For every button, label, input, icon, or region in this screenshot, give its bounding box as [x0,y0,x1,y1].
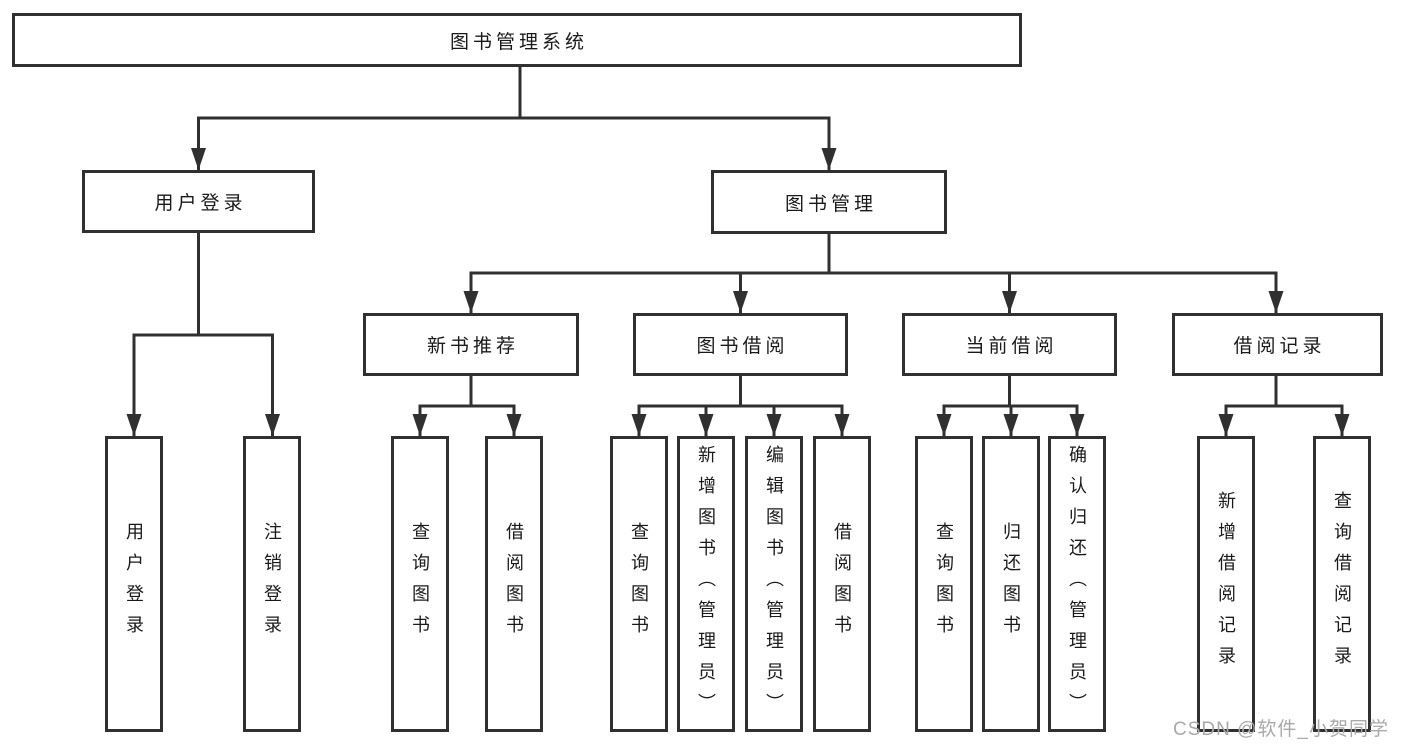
node-current-borrowing: 当前借阅 [902,313,1117,376]
node-confirm-return-admin: 确认归还（管理员） [1048,436,1106,732]
node-query-books-current: 查询图书 [915,436,973,732]
node-return-books: 归还图书 [982,436,1040,732]
node-book-borrowing: 图书借阅 [633,313,848,376]
csdn-watermark: CSDN @软件_小贺同学 [1173,719,1389,740]
node-library-management-system: 图书管理系统 [12,13,1022,67]
node-query-borrow-record: 查询借阅记录 [1313,436,1371,732]
node-edit-books-admin: 编辑图书（管理员） [745,436,803,732]
node-user-login-leaf: 用户登录 [105,436,163,732]
node-borrow-books-recommend: 借阅图书 [485,436,543,732]
node-logout-leaf: 注销登录 [243,436,301,732]
node-user-login: 用户登录 [82,170,315,233]
node-add-borrow-record: 新增借阅记录 [1197,436,1255,732]
node-book-management: 图书管理 [711,170,947,234]
node-query-books-borrowing: 查询图书 [610,436,668,732]
node-query-books-recommend: 查询图书 [391,436,449,732]
node-new-book-recommendation: 新书推荐 [363,313,579,376]
node-borrowing-records: 借阅记录 [1172,313,1383,376]
node-add-books-admin: 新增图书（管理员） [677,436,735,732]
node-borrow-books-borrowing: 借阅图书 [813,436,871,732]
